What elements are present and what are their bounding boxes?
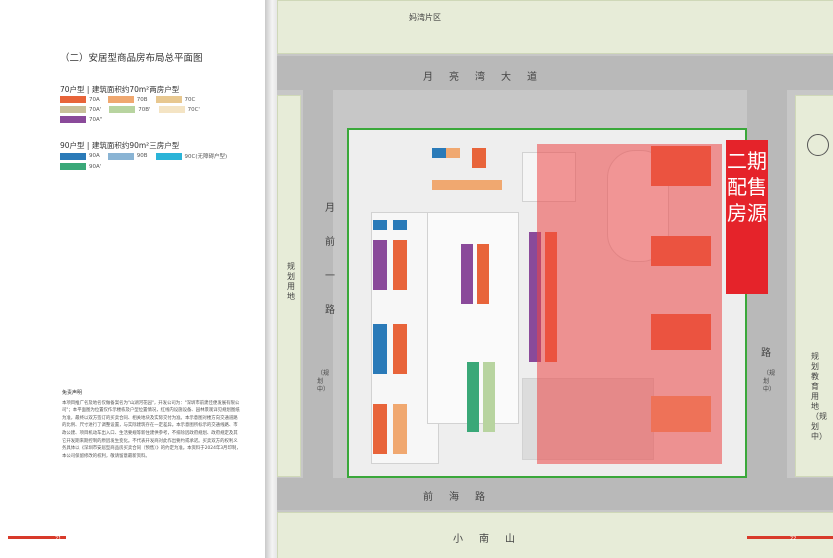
- west-green: [277, 95, 301, 477]
- legend-label: 70B': [138, 106, 151, 113]
- disclaimer-body: 本项目推广名及地名仅做备案名为"山湖河花园"，开发公司为："深圳市前建佳便发展有…: [62, 400, 241, 459]
- disclaimer: 免责声明 本项目推广名及地名仅做备案名为"山湖河花园"，开发公司为："深圳市前建…: [62, 390, 242, 460]
- legend-swatch: [107, 96, 134, 103]
- page-footer-bar-right: [747, 536, 833, 539]
- unit70-legend-item: 70A: [60, 96, 100, 103]
- legend-label: 90A: [89, 153, 100, 159]
- label-west-land: 规划用地: [287, 262, 295, 301]
- unit90-legend-item: 90B: [107, 152, 148, 160]
- legend-swatch: [158, 106, 185, 113]
- unit90-legend-item: 90A: [60, 152, 100, 160]
- unit70-legend-item: 70A': [60, 106, 101, 113]
- label-west-road-note: （规划中）: [317, 370, 330, 393]
- legend-swatch: [60, 106, 86, 113]
- disclaimer-title: 免责声明: [62, 390, 83, 396]
- legend-label: 70B: [136, 96, 148, 103]
- label-bottom-area: 小南山: [453, 534, 531, 545]
- compass-icon: [807, 134, 829, 156]
- page-fold: [265, 0, 277, 558]
- label-west-road: 月前一路: [325, 203, 335, 316]
- legend-70: 70A 70B 70C 70A' 70B' 70C' 70A": [60, 96, 260, 126]
- page-number-right: 22: [790, 536, 797, 542]
- label-east-road: 路: [761, 348, 771, 359]
- label-east-land: 规划教育用地（规划中）: [811, 352, 827, 441]
- west-road: [303, 90, 333, 510]
- group90-header: 90户型 | 建筑面积约90m²三房户型: [60, 141, 180, 150]
- unit70-legend-item: 70B': [109, 106, 151, 113]
- legend-swatch: [109, 106, 136, 113]
- legend-swatch: [155, 152, 182, 160]
- unit70-legend-item: 70B: [107, 96, 148, 103]
- legend-label: 70C': [187, 106, 200, 113]
- unit90-legend-item: 90A': [60, 163, 101, 170]
- legend-swatch: [60, 152, 86, 160]
- legend-label: 90B: [136, 153, 148, 159]
- label-top-area: 妈湾片区: [409, 13, 441, 22]
- unit70-legend-item: 70C': [158, 106, 200, 113]
- legend-label: 90A': [89, 163, 102, 170]
- east-green: [795, 95, 833, 477]
- site-plan-map: 妈湾片区 月亮湾大道 月前一路 （规划中） 规划用地 路 （规划中） 规划教育用…: [277, 0, 833, 558]
- legend-label: 70C: [184, 96, 196, 103]
- legend-swatch: [107, 152, 134, 160]
- legend-swatch: [60, 116, 86, 123]
- phase2-sale-zone: [537, 144, 722, 464]
- page-footer-bar: [8, 536, 66, 539]
- unit90-legend-item: 90C(无障碍户型): [155, 152, 228, 160]
- south-road: [277, 478, 833, 510]
- label-north-road: 月亮湾大道: [423, 72, 553, 83]
- north-green: [277, 0, 833, 54]
- legend-label: 70A": [89, 116, 103, 123]
- legend-label: 70A: [89, 96, 100, 103]
- label-south-road: 前海路: [423, 492, 501, 503]
- south-green: [277, 512, 833, 558]
- legend-label: 70A': [89, 106, 102, 113]
- phase2-label: 二期配售房源: [726, 140, 768, 294]
- left-page: （二）安居型商品房布局总平面图 70户型 | 建筑面积约70m²两房户型 70A…: [0, 0, 265, 558]
- unit70-legend-item: 70C: [155, 96, 196, 103]
- legend-90: 90A 90B 90C(无障碍户型) 90A': [60, 152, 260, 173]
- legend-swatch: [60, 96, 86, 103]
- page-number-left: 21: [55, 536, 62, 542]
- group70-header: 70户型 | 建筑面积约70m²两房户型: [60, 85, 180, 94]
- label-east-road-note: （规划中）: [763, 370, 776, 393]
- legend-label: 90C(无障碍户型): [184, 154, 228, 160]
- legend-swatch: [60, 163, 86, 170]
- page-title: （二）安居型商品房布局总平面图: [60, 53, 203, 64]
- legend-swatch: [155, 96, 182, 103]
- north-road: [277, 56, 833, 90]
- unit70-legend-item: 70A": [60, 116, 102, 123]
